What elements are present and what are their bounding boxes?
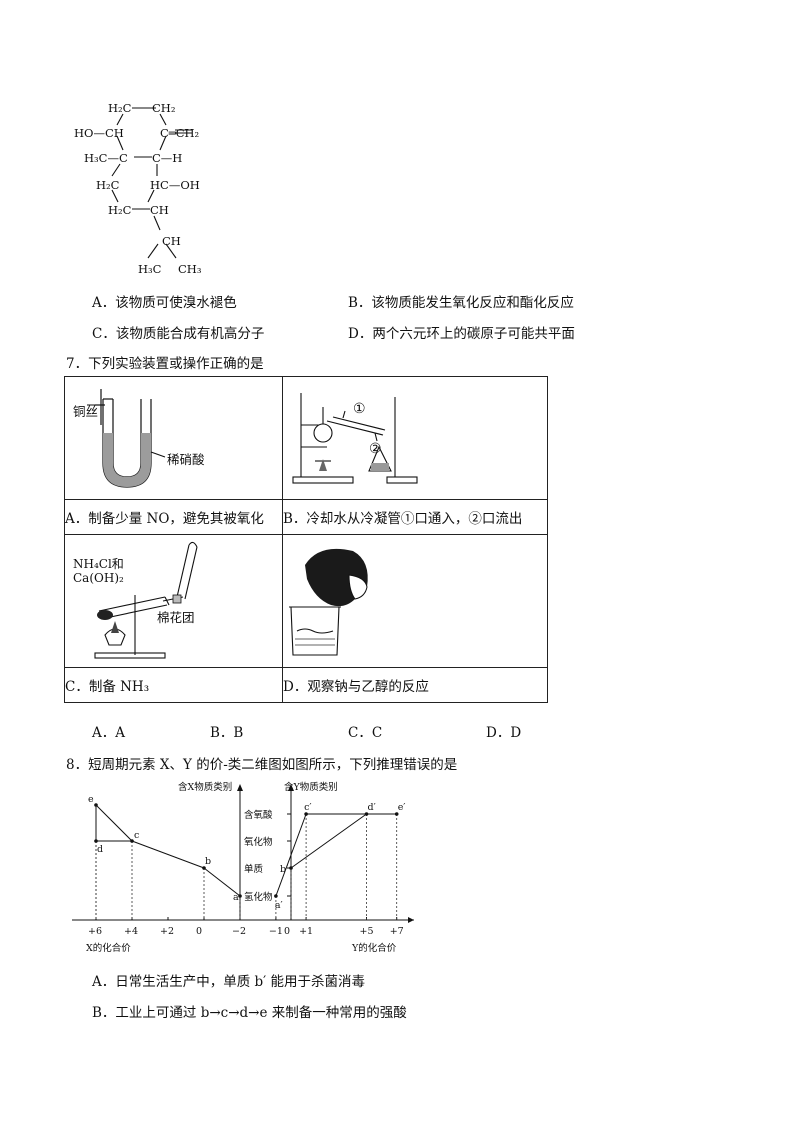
label-port-1: ①	[353, 401, 366, 417]
x-axis-arrow	[408, 917, 414, 923]
y-series-point-label: b′	[280, 864, 288, 875]
y-panel-tick-label: −1	[269, 926, 283, 937]
y-category-label: 氧化物	[244, 836, 273, 848]
mol-h3c-c: H₃C—C	[84, 151, 128, 165]
label-dilute-nitric-acid: 稀硝酸	[167, 452, 205, 467]
mol-ho-ch: HO—CH	[74, 126, 124, 140]
mol-c-h: C—H	[152, 151, 183, 165]
x-series-point-label: d	[97, 844, 103, 855]
y-series-point-label: c′	[304, 802, 311, 813]
q8-option-b: B．工业上可通过 b→c→d→e 来制备一种常用的强酸	[92, 1005, 407, 1021]
q8-stem: 8．短周期元素 X、Y 的价-类二维图如图所示，下列推理错误的是	[66, 757, 458, 773]
x-panel-tick-label: +6	[88, 926, 102, 937]
x-panel-y-axis-arrow	[237, 784, 243, 791]
mol-h2c-top: H₂C	[108, 101, 132, 115]
label-copper-wire: 铜丝	[73, 404, 99, 419]
y-panel-tick-label: +7	[390, 926, 404, 937]
q7-choice-c: C．C	[348, 725, 383, 741]
x-series-point-label: e	[88, 794, 94, 805]
label-reagent-1: NH₄Cl和	[73, 557, 124, 571]
x-panel-tick-label: +2	[160, 926, 174, 937]
mol-ch-bottom: CH	[150, 203, 169, 217]
x-panel-y-label: 含X物质类别	[178, 781, 232, 793]
y-series-point-label: e′	[398, 802, 406, 813]
q7-choice-b: B．B	[210, 725, 244, 741]
y-line-b-d	[290, 813, 367, 869]
x-line-b-a	[203, 867, 241, 897]
mol-ch2-top: CH₂	[152, 101, 176, 115]
label-cotton: 棉花团	[157, 610, 195, 625]
x-series-point-label: c	[134, 830, 139, 841]
mol-h2c-bottom: H₂C	[108, 203, 132, 217]
x-line-c-b	[131, 840, 205, 869]
y-category-label: 含氧酸	[244, 809, 273, 821]
cell-b-caption: B．冷却水从冷凝管①口通入，②口流出	[282, 499, 548, 535]
cell-b-figure: ① ②	[282, 376, 548, 500]
mol-h2c-left: H₂C	[96, 178, 120, 192]
y-panel-xlabel: Y的化合价	[351, 942, 397, 954]
mol-hc-oh: HC—OH	[150, 178, 200, 192]
cell-a-figure: 铜丝 稀硝酸	[64, 376, 283, 500]
q7-choice-a: A．A	[92, 725, 125, 741]
x-panel-xlabel: X的化合价	[86, 942, 131, 954]
y-series-point-label: a′	[275, 900, 283, 911]
x-panel-tick-label: +4	[124, 926, 138, 937]
mol-h3c-iso: H₃C	[138, 262, 162, 276]
ammonia-prep-figure	[94, 541, 198, 659]
q7-choice-d: D．D	[486, 725, 522, 741]
y-panel-tick-label: +1	[299, 926, 313, 937]
x-series-point-label: b	[205, 856, 211, 867]
y-panel-y-axis-arrow	[288, 784, 294, 791]
observation-figure	[289, 548, 368, 656]
mol-c-ch2: C═CH₂	[160, 126, 200, 140]
y-line-a-c	[275, 813, 307, 897]
x-line-e-c	[95, 804, 133, 842]
y-category-label: 氢化物	[244, 891, 273, 903]
q6-option-d: D．两个六元环上的碳原子可能共平面	[348, 326, 575, 342]
q6-option-c: C．该物质能合成有机高分子	[92, 326, 265, 342]
q8-option-a: A．日常生活生产中，单质 b′ 能用于杀菌消毒	[92, 974, 366, 990]
q7-apparatus-table: 铜丝 稀硝酸	[64, 376, 548, 703]
cell-c-figure: NH₄Cl和 Ca(OH)₂ 棉花团	[64, 534, 283, 668]
x-series-point-label: a	[233, 892, 239, 903]
label-reagent-2: Ca(OH)₂	[73, 571, 124, 585]
y-panel-tick-label: 0	[284, 926, 290, 937]
mol-ch-iso: CH	[162, 234, 181, 248]
y-panel-y-label: 含Y物质类别	[284, 781, 338, 793]
y-series-point-label: d′	[368, 802, 376, 813]
cell-d-caption: D．观察钠与乙醇的反应	[282, 667, 548, 703]
cell-a-caption: A．制备少量 NO，避免其被氧化	[64, 499, 283, 535]
cell-d-figure	[282, 534, 548, 668]
x-panel-tick-label: 0	[196, 926, 202, 937]
molecule-bonds	[111, 107, 192, 259]
x-panel-tick-label: −2	[232, 926, 246, 937]
y-category-label: 单质	[244, 863, 264, 875]
q6-option-a: A．该物质可使溴水褪色	[92, 295, 237, 311]
q7-stem: 7．下列实验装置或操作正确的是	[66, 356, 264, 372]
q6-option-b: B．该物质能发生氧化反应和酯化反应	[348, 295, 574, 311]
y-panel-tick-label: +5	[360, 926, 374, 937]
label-port-2: ②	[369, 441, 382, 457]
cell-c-caption: C．制备 NH₃	[64, 667, 283, 703]
u-tube-figure	[87, 389, 166, 488]
distillation-figure	[292, 393, 418, 484]
mol-ch3-iso: CH₃	[178, 262, 202, 276]
